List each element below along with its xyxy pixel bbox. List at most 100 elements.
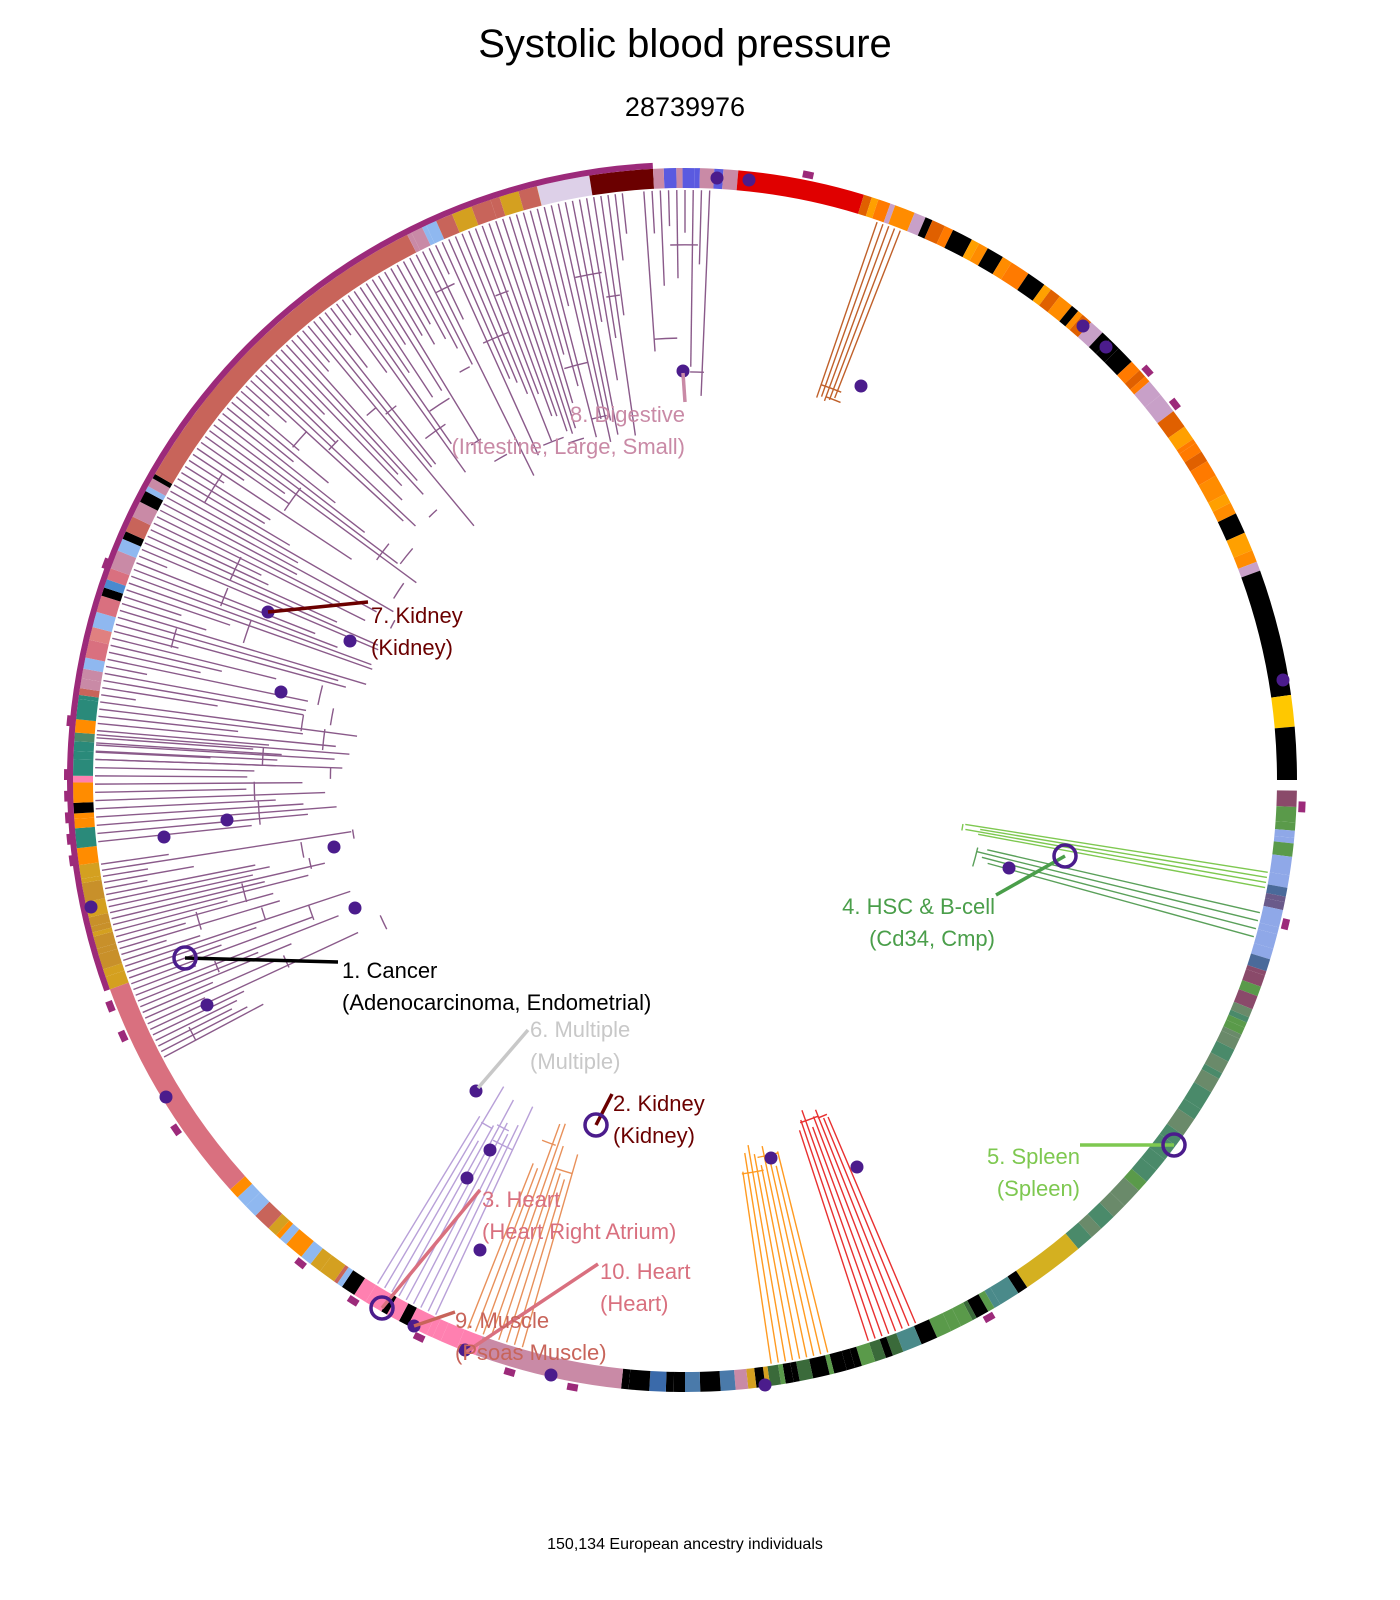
dendrogram-leaf [543, 206, 570, 307]
dendrogram-branch [351, 829, 355, 839]
dendrogram-leaf [153, 522, 262, 576]
leader-line-hsc [995, 854, 1066, 897]
dendrogram-leaf [260, 369, 337, 444]
ring-segment [1110, 1177, 1139, 1206]
dendrogram-leaf [667, 190, 671, 227]
ring-segment [1223, 1019, 1245, 1035]
hit-dot [473, 1243, 487, 1257]
dendrogram-leaf [536, 208, 598, 438]
annotation-cancer: 1. Cancer(Adenocarcinoma, Endometrial) [342, 958, 652, 1015]
ring-segment [92, 611, 116, 633]
ring-segment [1000, 262, 1029, 291]
dendrogram-leaf [508, 216, 577, 429]
ring-segment [1039, 289, 1060, 313]
ring-segment [978, 1290, 995, 1312]
dendrogram-branch [376, 543, 390, 561]
dendrogram-branch [229, 556, 242, 580]
ring-segment [963, 1300, 977, 1321]
ring-segment [230, 1176, 253, 1198]
dendrogram-leaf [753, 1153, 794, 1361]
ring-segment [1179, 442, 1202, 463]
ring-segment [1194, 1069, 1220, 1093]
dendrogram-leaf [313, 321, 433, 468]
dendrogram-leaf [95, 758, 343, 769]
dendrogram-leaf [95, 791, 326, 802]
dendrogram-leaf [976, 850, 1259, 922]
ring-segment [1007, 1270, 1028, 1294]
ring-segment [499, 191, 524, 216]
dendrogram-branch [554, 1167, 573, 1175]
dendrogram-leaf [409, 257, 459, 349]
ring-segment [589, 168, 655, 196]
ring-segment [1245, 965, 1267, 976]
dendrogram-leaf [96, 737, 254, 750]
ring-segment [81, 668, 103, 682]
hit-dot [200, 998, 214, 1012]
ring-segment [1274, 726, 1297, 780]
ring-segment [440, 1322, 465, 1348]
ring-segment [154, 234, 417, 484]
hit-dot [854, 379, 868, 393]
dendrogram-leaf [698, 190, 703, 265]
dendrogram-leaf [270, 359, 326, 415]
ring-segment [1265, 892, 1286, 903]
outer-tick [412, 1331, 426, 1343]
dendrogram-leaf [769, 1158, 815, 1356]
dendrogram-branch [366, 407, 377, 417]
ring-segment [475, 1336, 624, 1389]
dendrogram-leaf [111, 880, 265, 920]
ring-segment [694, 168, 700, 189]
ring-segment [1190, 460, 1216, 486]
ring-segment [237, 1183, 261, 1207]
chart-footer: 150,134 European ancestry individuals [547, 1536, 823, 1553]
ring-segment [1242, 969, 1265, 987]
annotation-muscle: 9. Muscle(Psoas Muscle) [455, 1308, 607, 1365]
ring-segment [896, 1325, 922, 1352]
hit-dot [676, 364, 690, 378]
dendrogram-leaf [117, 922, 186, 944]
dendrogram-branch [424, 423, 446, 440]
ring-segment [1078, 1213, 1102, 1238]
ring-segment [962, 239, 980, 261]
dendrogram-leaf [177, 478, 291, 546]
dendrogram-branch [590, 414, 607, 420]
dendrogram-leaf [114, 900, 228, 932]
ring-segment [1016, 1233, 1079, 1288]
ring-segment [1077, 322, 1103, 348]
ring-segment [1263, 898, 1285, 911]
dendrogram-leaf [564, 202, 612, 421]
ring-segment [652, 168, 665, 189]
chart-subtitle: 28739976 [624, 92, 746, 122]
ring-segment [1210, 1040, 1235, 1062]
dendrogram-leaf [812, 1116, 897, 1332]
dendrogram-leaf [133, 568, 338, 648]
ring-segment [1212, 502, 1236, 523]
dendrogram-leaf [676, 190, 679, 279]
dendrogram-leaf [121, 939, 167, 956]
dendrogram-branch [308, 857, 313, 869]
dendrogram-leaf [341, 299, 467, 473]
dendrogram-leaf [742, 1171, 772, 1364]
ring-segment [268, 1213, 290, 1236]
dendrogram-leaf [302, 330, 331, 363]
dendrogram-leaf [101, 830, 352, 871]
dendrogram-branch [300, 714, 305, 732]
ring-segment [736, 170, 864, 214]
dendrogram-leaf [98, 715, 239, 733]
ring-segment [74, 817, 95, 829]
ring-segment [777, 1363, 786, 1385]
ring-segment [1059, 305, 1079, 327]
dendrogram-leaf [184, 465, 271, 521]
ring-segment [452, 206, 479, 233]
hit-dot [710, 171, 724, 185]
dendrogram-leaf [814, 1109, 903, 1329]
dendrogram-leaf [255, 374, 416, 527]
dendrogram-branch [283, 487, 302, 512]
hit-dot [84, 900, 98, 914]
ring-segment [1273, 835, 1295, 844]
outer-tick [170, 1123, 183, 1137]
dendrogram-leaf [557, 203, 612, 443]
dendrogram-branch [188, 1026, 197, 1041]
ring-segment [125, 516, 151, 540]
ring-segment [1157, 411, 1185, 439]
